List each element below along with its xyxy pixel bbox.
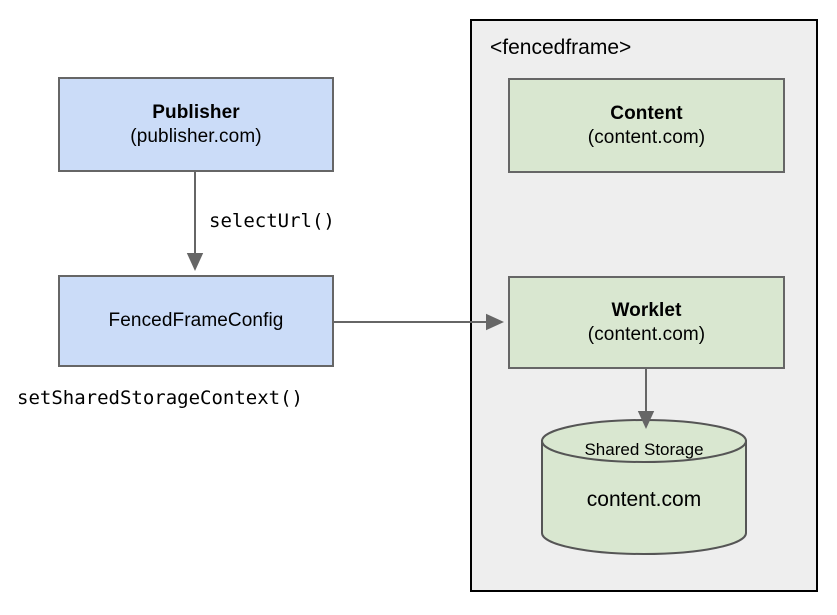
fenced-frame-config-node-title: FencedFrameConfig: [108, 310, 284, 332]
worklet-node-title: Worklet: [611, 300, 682, 322]
content-node[interactable]: Content (content.com): [508, 78, 785, 173]
select-url-label: selectUrl(): [209, 210, 335, 232]
publisher-node[interactable]: Publisher (publisher.com): [58, 77, 334, 172]
fenced-frame-config-node[interactable]: FencedFrameConfig: [58, 275, 334, 367]
shared-storage-title: Shared Storage: [584, 440, 704, 459]
shared-storage-value: content.com: [586, 488, 702, 511]
content-node-subtitle: (content.com): [587, 126, 706, 148]
publisher-node-subtitle: (publisher.com): [130, 125, 262, 147]
content-node-title: Content: [610, 103, 683, 125]
worklet-node[interactable]: Worklet (content.com): [508, 276, 785, 369]
worklet-node-subtitle: (content.com): [587, 323, 706, 345]
fencedframe-label: <fencedframe>: [490, 36, 632, 59]
publisher-node-title: Publisher: [152, 102, 240, 124]
set-shared-storage-context-label: setSharedStorageContext(): [17, 387, 303, 409]
